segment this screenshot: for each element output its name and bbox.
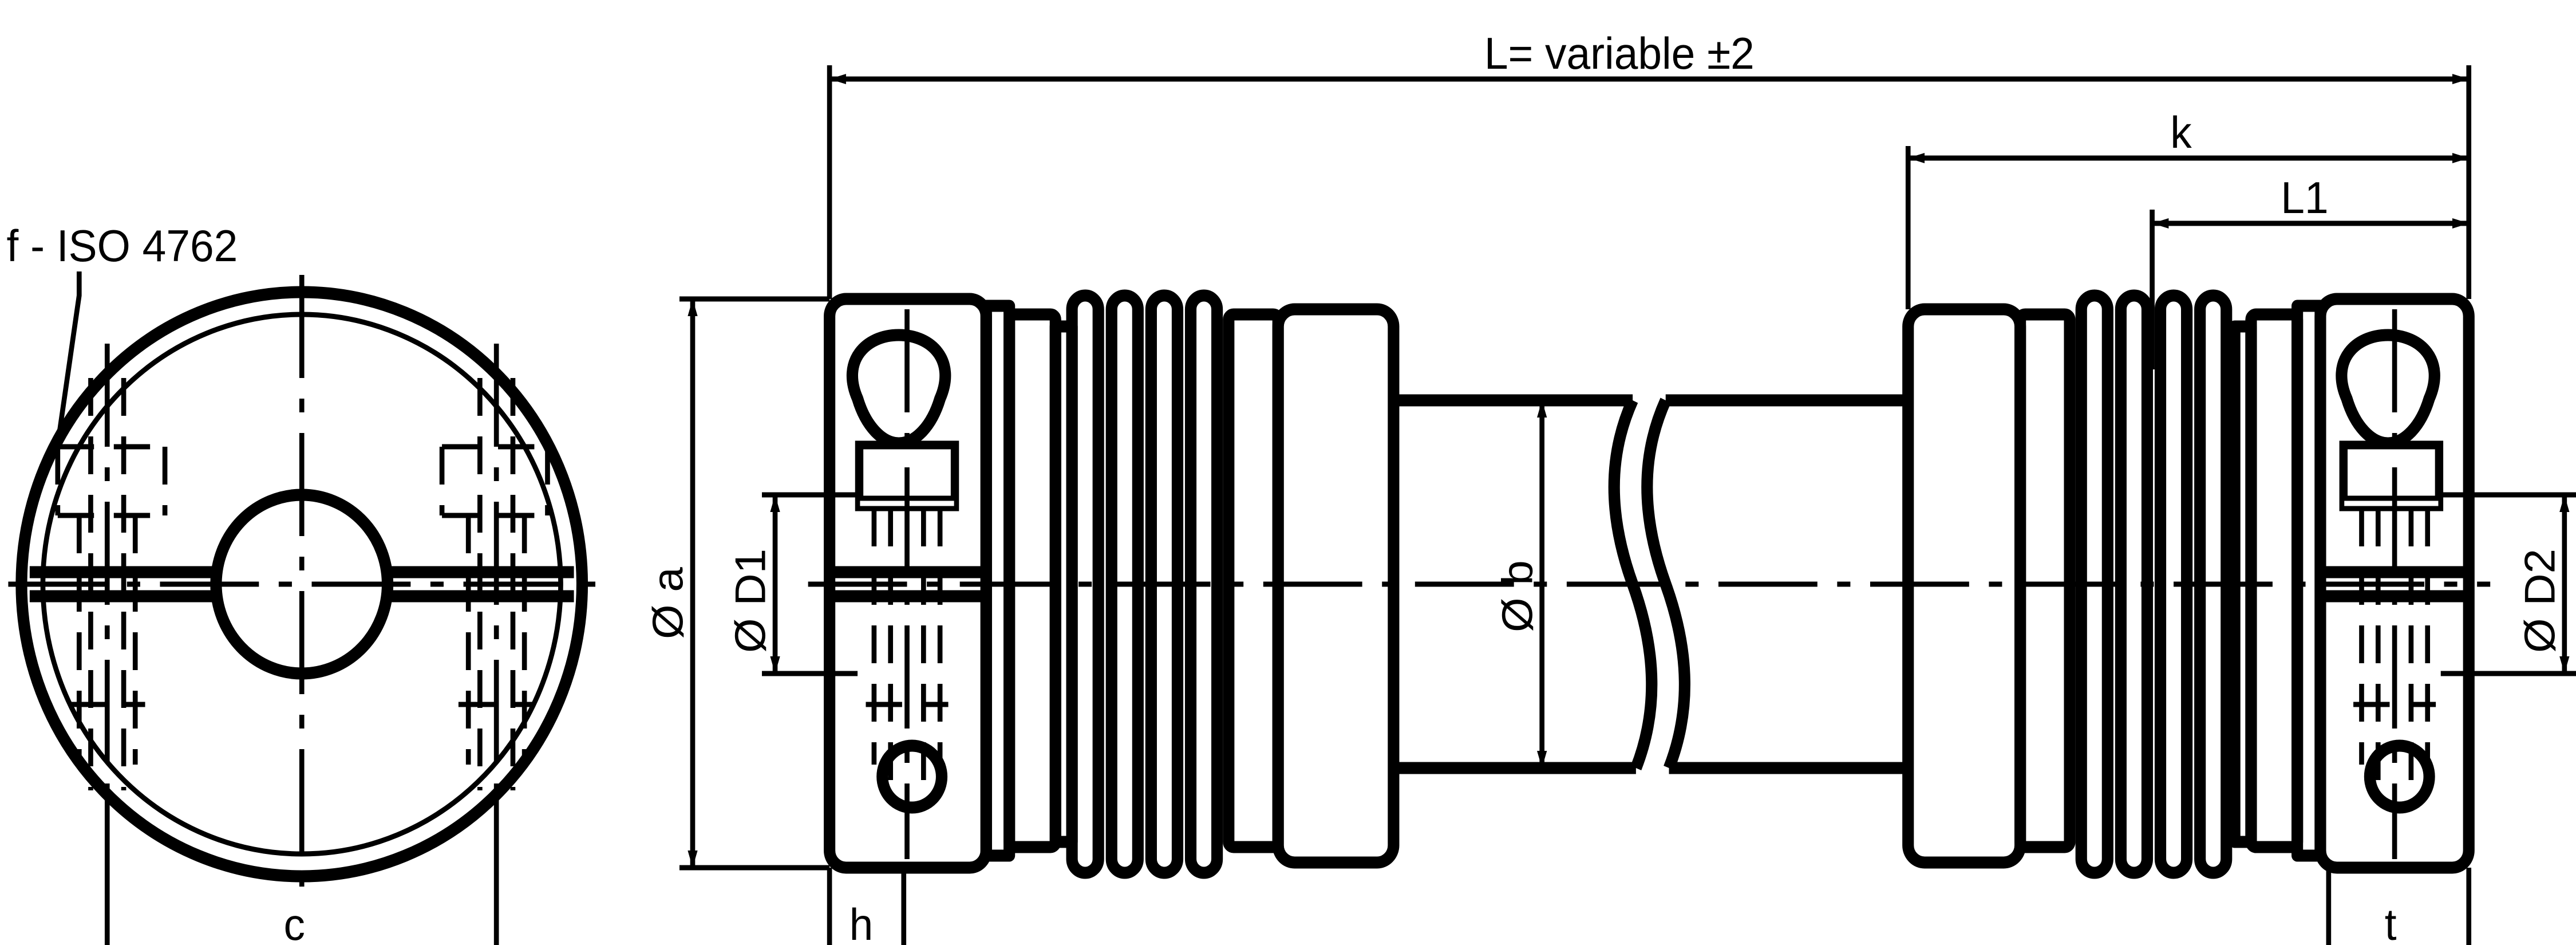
- dim-L-label: L= variable ±2: [1484, 29, 1755, 79]
- left-clamp-hub: [824, 293, 992, 874]
- dim-a-label: Ø a: [645, 567, 692, 639]
- dim-b-label: Ø b: [1494, 560, 1542, 632]
- screw-hidden-left: [55, 344, 168, 808]
- end-view: f - ISO 4762 c: [7, 222, 597, 945]
- dim-D1-label: Ø D1: [727, 549, 775, 653]
- dim-k-label: k: [2170, 108, 2192, 158]
- left-pin-hole: [876, 739, 948, 814]
- dim-t-label: t: [2385, 900, 2397, 945]
- dim-h-label: h: [850, 900, 874, 945]
- dim-D2-label: Ø D2: [2516, 549, 2564, 653]
- side-view: [808, 289, 2491, 879]
- screw-leader: [57, 271, 82, 434]
- dim-c-label: c: [284, 900, 305, 945]
- right-pin-hole: [2364, 739, 2435, 814]
- dim-L1-label: L1: [2281, 174, 2328, 223]
- screw-hidden-right: [439, 344, 550, 808]
- bellows-convolution: [1066, 289, 1104, 879]
- screw-label: f - ISO 4762: [7, 222, 238, 271]
- dimensions: L= variable ±2 k L1 Ø a Ø D1 Ø b Ø D2: [645, 29, 2576, 945]
